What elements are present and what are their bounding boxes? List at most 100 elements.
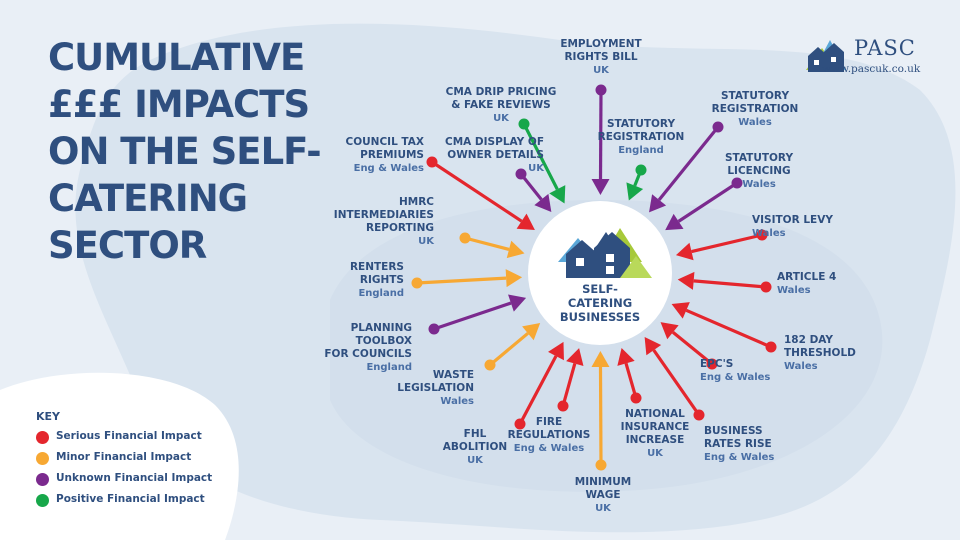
arrow-head-icon xyxy=(516,213,535,231)
logo-url: www.pascuk.co.uk xyxy=(822,63,921,75)
hub-label-line: BUSINESSES xyxy=(559,310,641,324)
arrow-shaft xyxy=(657,125,720,201)
impact-region: England xyxy=(358,288,404,299)
impact-node-label: FIRE REGULATIONS Eng & Wales xyxy=(474,416,624,456)
arrow-head-icon xyxy=(644,336,662,356)
title-line: CATERING xyxy=(48,177,248,220)
arrow-head-icon xyxy=(505,269,523,288)
impact-name: EPC'S xyxy=(700,358,734,370)
orange-dot-icon xyxy=(36,452,49,465)
impact-dot-icon xyxy=(765,341,777,353)
impact-region: Wales xyxy=(777,285,811,296)
arrow-head-icon xyxy=(566,348,584,366)
impact-name: VISITOR LEVY xyxy=(752,214,833,226)
arrow-head-icon xyxy=(617,347,635,366)
key-item-positive: Positive Financial Impact xyxy=(36,492,236,513)
impact-dot-icon xyxy=(557,400,569,412)
impact-node-label: EMPLOYMENT RIGHTS BILL UK xyxy=(526,38,676,78)
hub-label-line: CATERING xyxy=(567,296,633,310)
key-label: Minor Financial Impact xyxy=(56,451,192,463)
title-line: £££ IMPACTS xyxy=(48,83,310,126)
logo-name: PASC xyxy=(854,36,916,60)
impact-node-label: WASTE LEGISLATION Wales xyxy=(324,369,474,409)
impact-node-label: EPC'S Eng & Wales xyxy=(700,358,850,385)
arrow-shaft xyxy=(671,331,714,366)
impact-node-label: CMA DRIP PRICING & FAKE REVIEWS UK xyxy=(426,86,576,126)
key-item-unknown: Unknown Financial Impact xyxy=(36,471,236,492)
impact-region: UK xyxy=(418,236,434,247)
impact-dot-icon xyxy=(731,177,743,189)
arrow-head-icon xyxy=(675,242,694,261)
hub-label: SELF- CATERING BUSINESSES xyxy=(552,282,648,324)
impact-region: Eng & Wales xyxy=(700,372,771,383)
purple-dot-icon xyxy=(36,473,49,486)
impact-region: Wales xyxy=(738,117,772,128)
impact-region: Wales xyxy=(784,361,818,372)
impact-dot-icon xyxy=(706,358,718,370)
impact-region: England xyxy=(366,362,412,373)
arrow-shaft xyxy=(431,160,523,223)
title-line: CUMULATIVE xyxy=(48,36,305,79)
arrow-head-icon xyxy=(660,322,679,340)
impact-node-label: HMRC INTERMEDIARIES REPORTING UK xyxy=(284,196,434,249)
arrow-shaft xyxy=(522,123,559,190)
arrow-shaft xyxy=(561,363,577,407)
impact-region: Eng & Wales xyxy=(704,452,775,463)
arrow-shaft xyxy=(464,236,510,251)
impact-dot-icon xyxy=(459,232,471,244)
title-line: SECTOR xyxy=(48,224,207,267)
impact-dot-icon xyxy=(635,164,647,176)
impact-name: STATUTORY REGISTRATION xyxy=(597,118,685,143)
impact-region: Eng & Wales xyxy=(513,443,585,454)
impact-region: UK xyxy=(593,65,609,76)
arrow-group xyxy=(416,89,772,466)
impact-dot-icon xyxy=(426,156,438,168)
key-label: Positive Financial Impact xyxy=(56,493,205,505)
arrow-head-icon xyxy=(549,185,566,204)
key-title: KEY xyxy=(36,410,61,423)
arrow-shaft xyxy=(652,349,701,416)
impact-name: FIRE REGULATIONS xyxy=(507,416,591,441)
impact-dot-icon xyxy=(693,409,705,421)
impact-dot-icon xyxy=(595,84,607,96)
key-label: Serious Financial Impact xyxy=(56,430,202,442)
impact-region: Wales xyxy=(440,396,474,407)
impact-region: England xyxy=(618,145,664,156)
impact-dot-icon xyxy=(518,118,530,130)
impact-region: Wales xyxy=(752,228,786,239)
impact-region: UK xyxy=(493,113,509,124)
impact-name: WASTE LEGISLATION xyxy=(397,369,474,394)
impact-name: HMRC INTERMEDIARIES REPORTING xyxy=(333,196,434,234)
backdrop-blob-2 xyxy=(330,200,883,492)
impact-node-label: STATUTORY REGISTRATION England xyxy=(566,118,716,158)
impact-dot-icon xyxy=(484,359,496,371)
key-label: Unknown Financial Impact xyxy=(56,472,213,484)
impact-name: CMA DRIP PRICING & FAKE REVIEWS xyxy=(445,86,557,111)
key-item-serious: Serious Financial Impact xyxy=(36,429,236,450)
arrow-shaft xyxy=(685,308,772,349)
impact-dot-icon xyxy=(514,418,526,430)
arrow-head-icon xyxy=(591,178,610,196)
arrow-head-icon xyxy=(506,240,525,259)
arrow-head-icon xyxy=(522,323,541,341)
impact-region: Wales xyxy=(742,179,776,190)
impact-name: STATUTORY REGISTRATION xyxy=(711,90,799,115)
arrow-head-icon xyxy=(671,302,690,319)
impact-node-label: VISITOR LEVY Wales xyxy=(752,214,902,241)
impact-region: UK xyxy=(528,163,544,174)
impact-name: EMPLOYMENT RIGHTS BILL xyxy=(560,38,642,63)
arrow-head-icon xyxy=(649,194,667,213)
impact-node-label: STATUTORY REGISTRATION Wales xyxy=(680,90,830,130)
arrow-shaft xyxy=(598,366,603,466)
impact-dot-icon xyxy=(760,281,772,293)
impact-dot-icon xyxy=(515,168,527,180)
arrow-head-icon xyxy=(626,182,644,201)
